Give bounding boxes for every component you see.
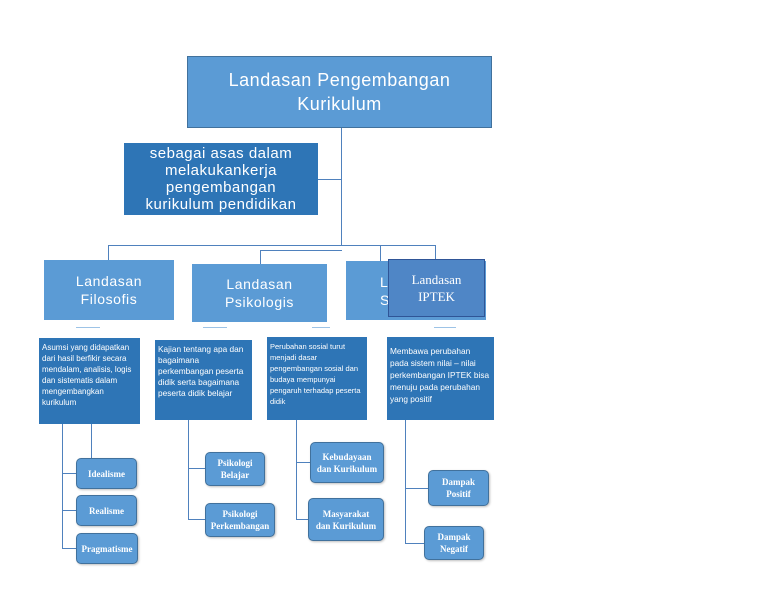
leaf-masyarakat-kurikulum: Masyarakat dan Kurikulum	[308, 498, 384, 541]
connector-kebudayaan	[296, 462, 310, 463]
category-psikologis-line1: Landasan	[226, 276, 293, 292]
leaf-dampak-positif: Dampak Positif	[428, 470, 489, 506]
connector-to-psikologis	[260, 250, 261, 264]
leaf-kebudayaan-line1: Kebudayaan	[322, 451, 372, 462]
root-title-line1: Landasan Pengembangan	[228, 70, 451, 90]
connector-dampak-negatif	[405, 543, 425, 544]
description-filosofis: Asumsi yang didapatkan dari hasil berfik…	[39, 338, 140, 424]
connector-psi-perkembangan	[188, 519, 206, 520]
root-node: Landasan Pengembangan Kurikulum	[187, 56, 492, 128]
leaf-dampak-positif-line2: Positif	[446, 489, 471, 499]
leaf-psikologi-belajar: Psikologi Belajar	[205, 452, 265, 486]
connector-iptek-trunk	[405, 420, 406, 544]
separator-psikologis-2	[312, 327, 330, 328]
leaf-realisme: Realisme	[76, 495, 137, 526]
connector-to-iptek	[435, 245, 436, 261]
connector-branch-bar	[108, 245, 436, 246]
root-title-line2: Kurikulum	[297, 94, 382, 114]
category-iptek-line2: IPTEK	[418, 289, 455, 304]
leaf-dampak-negatif: Dampak Negatif	[424, 526, 484, 560]
connector-psikologis-trunk	[188, 420, 189, 520]
leaf-psikologi-perkembangan-line1: Psikologi	[222, 509, 258, 519]
subtitle-node: sebagai asas dalam melakukankerja pengem…	[124, 143, 318, 215]
category-filosofis-line2: Filosofis	[80, 291, 138, 307]
category-filosofis-line1: Landasan	[75, 273, 143, 289]
leaf-kebudayaan-kurikulum: Kebudayaan dan Kurikulum	[310, 442, 384, 483]
category-iptek-line1: Landasan	[411, 272, 462, 287]
description-iptek: Membawa perubahan pada sistem nilai – ni…	[387, 337, 494, 420]
leaf-idealisme: Idealisme	[76, 458, 137, 489]
connector-root-trunk	[341, 128, 342, 246]
leaf-kebudayaan-line2: dan Kurikulum	[316, 463, 378, 474]
connector-sosial-trunk	[296, 420, 297, 520]
connector-subtitle	[318, 179, 342, 180]
subtitle-line4: kurikulum pendidikan	[145, 196, 297, 213]
category-sosial-line1: L	[380, 273, 389, 290]
leaf-psikologi-perkembangan-line2: Perkembangan	[210, 521, 270, 531]
leaf-psikologi-belajar-line1: Psikologi	[217, 458, 253, 468]
category-iptek: Landasan IPTEK	[388, 259, 485, 317]
connector-realisme	[62, 510, 77, 511]
leaf-psikologi-perkembangan: Psikologi Perkembangan	[205, 503, 275, 537]
leaf-psikologi-belajar-line2: Belajar	[220, 470, 250, 480]
leaf-masyarakat-line1: Masyarakat	[322, 508, 370, 519]
separator-filosofis	[76, 327, 100, 328]
connector-pragmatisme	[62, 548, 77, 549]
connector-to-sosial	[380, 245, 381, 261]
connector-filosofis-trunk-2	[91, 424, 92, 458]
leaf-dampak-negatif-line1: Dampak	[437, 532, 471, 542]
description-psikologis: Kajian tentang apa dan bagaimana perkemb…	[155, 340, 252, 420]
connector-idealisme	[62, 473, 77, 474]
connector-psi-bar	[260, 250, 342, 251]
connector-dampak-positif	[405, 488, 429, 489]
leaf-pragmatisme: Pragmatisme	[76, 533, 138, 564]
subtitle-line2: melakukankerja	[164, 162, 278, 179]
subtitle-line3: pengembangan	[165, 179, 277, 196]
leaf-dampak-positif-line1: Dampak	[441, 477, 475, 487]
separator-psikologis	[203, 327, 227, 328]
leaf-dampak-negatif-line2: Negatif	[440, 544, 468, 554]
category-psikologis: Landasan Psikologis	[192, 264, 327, 322]
connector-psi-belajar	[188, 468, 206, 469]
subtitle-line1: sebagai asas dalam	[149, 145, 293, 162]
connector-to-filosofis	[108, 245, 109, 261]
description-sosial: Perubahan sosial turut menjadi dasar pen…	[267, 337, 367, 420]
leaf-masyarakat-line2: dan Kurikulum	[315, 520, 377, 531]
connector-filosofis-trunk	[62, 424, 63, 549]
category-filosofis: Landasan Filosofis	[44, 260, 174, 320]
category-psikologis-line2: Psikologis	[224, 294, 295, 310]
separator-iptek	[434, 327, 456, 328]
connector-masyarakat	[296, 519, 310, 520]
